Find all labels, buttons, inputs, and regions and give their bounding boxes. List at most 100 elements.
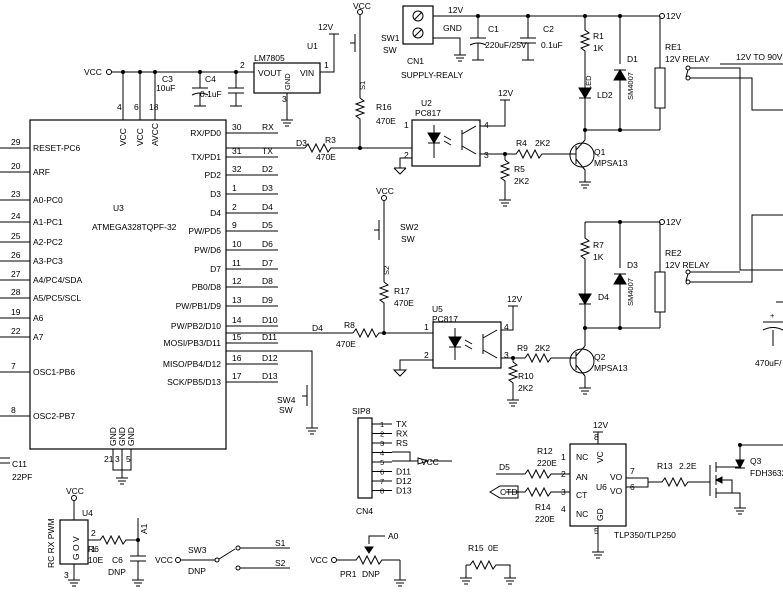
mcu-bottom-pin-name: GND	[117, 427, 127, 446]
sw1-name: SW	[383, 45, 397, 55]
mcu-left-pin-num: 19	[11, 307, 21, 317]
r9-value: 2K2	[535, 343, 550, 353]
r5-ref: R5	[514, 164, 525, 174]
net-vcc-mcu: VCC	[84, 67, 102, 77]
u2-pin2: 2	[404, 150, 409, 160]
led-ld2: LED LD2	[578, 75, 613, 108]
r10-ref: R10	[518, 371, 534, 381]
mcu-right-pin-num: 15	[232, 332, 242, 342]
net-a1: A1	[139, 523, 149, 534]
q1-ref: Q1	[594, 147, 606, 157]
mcu-left-pins: 29RESET-PC620ARF23A0-PC024A1-PC125A2-PC2…	[0, 137, 82, 421]
capacitor-c1: C1 220uF/25V	[469, 16, 527, 61]
u6-vc: VC	[595, 451, 605, 463]
potentiometer-pr1: VCC A0 PR1 DNP	[310, 531, 406, 587]
q2-ref: Q2	[594, 352, 606, 362]
r6-value: 10E	[88, 555, 103, 565]
cn4-ref: CN4	[356, 506, 373, 516]
mcu-left-pin-name: A7	[33, 332, 44, 342]
capacitor-c11: C11 22PF	[0, 415, 32, 482]
transistor-q1: Q1 MPSA13	[569, 108, 628, 189]
u5-pin4: 4	[504, 322, 509, 332]
cn1-label: SUPPLY-REALY	[401, 70, 464, 80]
cn4-pin-num: 1	[380, 420, 384, 429]
mcu-top-pin-num: 18	[149, 102, 159, 112]
u5-pin3: 3	[504, 350, 509, 360]
r17-ref: R17	[394, 286, 410, 296]
mcu-right-pin-net: D7	[262, 258, 273, 268]
u2-ref: U2	[421, 98, 432, 108]
mcu-right-pin-net: D4	[262, 202, 273, 212]
mcu-right-pin-num: 13	[232, 295, 242, 305]
c4-ref: C4	[205, 74, 216, 84]
mcu-left-pin-num: 28	[11, 287, 21, 297]
u5-part: PC817	[432, 314, 458, 324]
mcu-right-pin-name: PW/PB1/D9	[176, 301, 222, 311]
net-12v-top-right: 12V	[666, 11, 681, 21]
mcu-bottom-pin-name: GND	[108, 427, 118, 446]
mcu-right-pin-num: 11	[232, 258, 241, 268]
switch-sw3: VCC SW3 DNP S1 S2	[155, 538, 290, 576]
c2-ref: C2	[543, 24, 554, 34]
mcu-left-pin-name: A2-PC2	[33, 237, 63, 247]
mcu-left-pin-num: 24	[11, 211, 21, 221]
re2-ref: RE2	[665, 248, 682, 258]
mcu-right-pin-name: D4	[210, 208, 221, 218]
cn4-vcc-wire	[392, 451, 418, 462]
u2-pin1: 1	[404, 120, 409, 130]
u6-pin7: 7	[630, 466, 635, 476]
net-12v-top: 12V	[448, 5, 463, 15]
mcu-right-pin-net: D11	[262, 332, 277, 342]
u6-pin4: 4	[561, 504, 566, 514]
r10-value: 2K2	[518, 383, 533, 393]
mcu-bottom-pin-num: 3	[115, 454, 120, 464]
net-12v-mid: 12V	[666, 217, 681, 227]
u4-ref: U4	[82, 508, 93, 518]
regulator-pin1: 1	[324, 60, 329, 70]
r8-ref: R8	[344, 320, 355, 330]
d1-ref: D1	[627, 54, 638, 64]
mcu-left-pin-num: 7	[11, 361, 16, 371]
r6-ref: R6	[88, 544, 99, 554]
cn4-pin-net: D11	[396, 467, 411, 477]
u4-pin2: 2	[91, 528, 96, 538]
u5-pin1: 1	[424, 322, 429, 332]
sw3-net-s1: S1	[275, 538, 286, 548]
mcu-bottom-pin-num: 21	[104, 454, 114, 464]
cn4-pin-num: 2	[380, 430, 384, 439]
mcu-right-pin-net: D2	[262, 164, 273, 174]
sw3-vcc: VCC	[155, 555, 173, 565]
q1-part: MPSA13	[594, 158, 628, 168]
d1-part: SM4007	[626, 72, 635, 100]
r8-value: 470E	[336, 339, 356, 349]
u6-ref: U6	[596, 482, 607, 492]
u2-pin3: 3	[484, 150, 489, 160]
u4-pin1: 1	[91, 544, 96, 554]
mcu-top-pin-name: VCC	[118, 128, 128, 146]
net-d3: D3	[296, 138, 307, 148]
mcu-right-pin-num: 2	[232, 202, 237, 212]
c2-value: 0.1uF	[541, 40, 563, 50]
c4-value: 0.1uF	[200, 89, 222, 99]
cn4-pin-net: D12	[396, 476, 412, 486]
c-big-plus: +	[770, 311, 775, 320]
mcu-right-pin-net: D6	[262, 239, 273, 249]
switch-sw1: VCC SW1 SW S1	[350, 1, 400, 90]
ld2-ref: LD2	[597, 90, 613, 100]
mcu-left-pin-name: A4/PC4/SDA	[33, 275, 82, 285]
transistor-q2: Q2 MPSA13	[569, 310, 628, 395]
r4-ref: R4	[516, 138, 527, 148]
r16-ref: R16	[376, 102, 392, 112]
mcu-ref: U3	[113, 203, 124, 213]
diode-d1: D1 SM4007	[613, 16, 638, 130]
ctd-flag	[489, 485, 519, 499]
driver-u6: U6 TLP350/TLP250 NC AN CT NC VC VO VO GD…	[561, 432, 676, 540]
u6-pin1: 1	[561, 452, 566, 462]
mcu-right-pin-net: TX	[262, 146, 273, 156]
mcu-left-pin-name: A6	[33, 313, 44, 323]
regulator-vin: VIN	[300, 68, 314, 78]
cn4-pin-net: D13	[396, 486, 412, 496]
capacitor-c4: C4 0.1uF	[200, 72, 244, 107]
